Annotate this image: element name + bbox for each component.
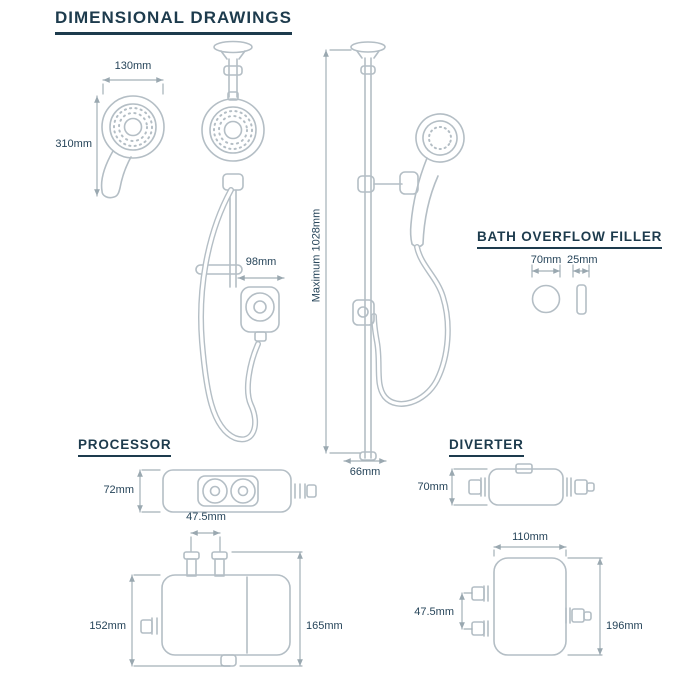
page-title: DIMENSIONAL DRAWINGS <box>55 8 292 35</box>
dimension-lines <box>94 49 603 667</box>
processor-valve-spacing-dim-label: 47.5mm <box>186 511 226 523</box>
handset-height-dim-label: 310mm <box>55 138 92 150</box>
handset-front-drawing <box>100 95 165 199</box>
bath-overflow-diameter-dim-label: 70mm <box>530 254 562 266</box>
diverter-front-view <box>471 557 592 656</box>
bath-overflow-filler-heading: BATH OVERFLOW FILLER <box>477 229 663 249</box>
handset-width-dim-label: 130mm <box>114 60 152 72</box>
diverter-depth-dim-label: 70mm <box>417 481 448 493</box>
diverter-width-dim-label: 110mm <box>512 531 548 543</box>
processor-top-view <box>162 469 317 513</box>
diverter-overall-height-dim-label: 196mm <box>606 620 643 632</box>
diverter-heading: DIVERTER <box>449 437 524 457</box>
processor-overall-height-dim-label: 165mm <box>306 620 343 632</box>
slide-rail-drawing <box>350 41 465 461</box>
processor-front-view <box>140 551 291 667</box>
rail-max-height-dim-label: Maximum 1028mm <box>310 208 323 303</box>
processor-heading: PROCESSOR <box>78 437 172 457</box>
rail-offset-dim-label: 66mm <box>349 466 381 478</box>
processor-body-height-dim-label: 152mm <box>89 620 126 632</box>
diverter-top-view <box>468 463 595 506</box>
bath-overflow-width-dim-label: 25mm <box>567 254 598 266</box>
column-projection-dim-label: 98mm <box>245 256 277 268</box>
bath-overflow-drawings <box>531 284 587 315</box>
diverter-port-spacing-dim-label: 47.5mm <box>414 606 454 618</box>
processor-depth-dim-label: 72mm <box>103 484 134 496</box>
shower-column-drawing <box>195 40 280 443</box>
